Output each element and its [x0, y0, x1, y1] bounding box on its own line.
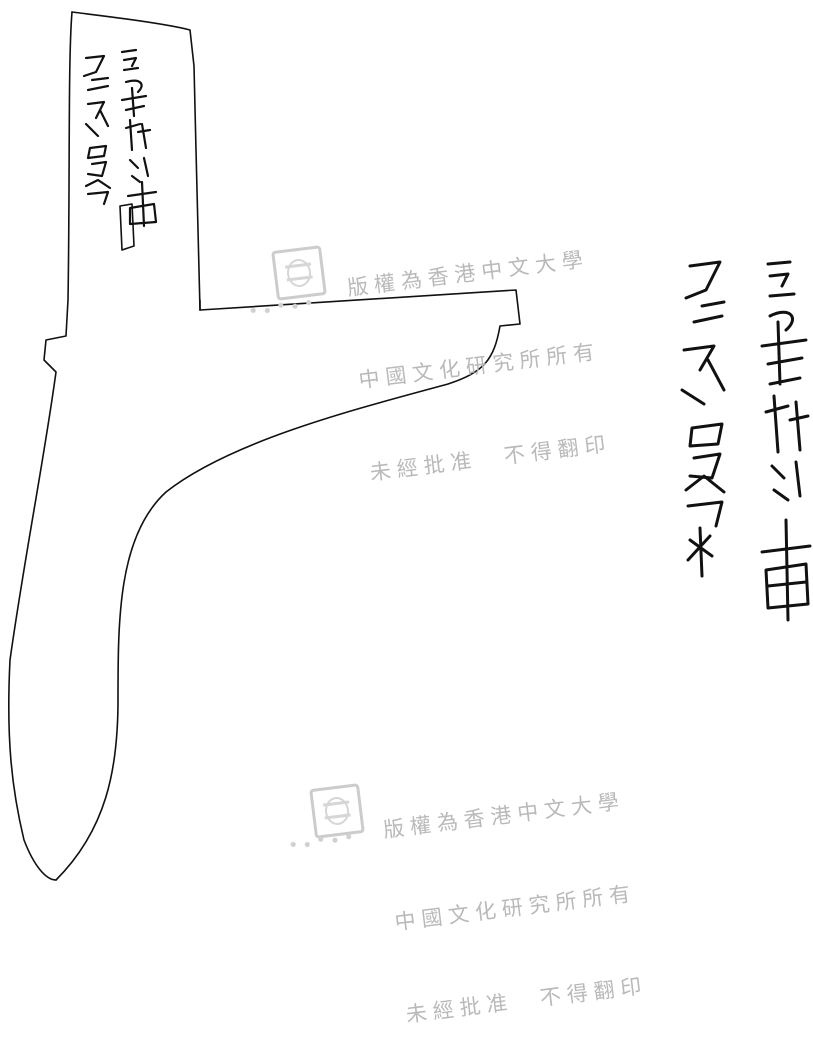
watermark-line: 未經批准 不得翻印 [404, 973, 649, 1027]
copyright-watermark: 版權為香港中文大學 中國文化研究所所有 未經批准 不得翻印 [374, 724, 653, 1061]
cuhk-seal-icon [271, 245, 327, 301]
watermark-line: 版權為香港中文大學 [345, 246, 591, 301]
watermark-line: 版權為香港中文大學 [381, 788, 627, 843]
watermark-line: 中國文化研究所所有 [393, 881, 638, 935]
copyright-watermark: 版權為香港中文大學 中國文化研究所所有 未經批准 不得翻印 [338, 182, 617, 519]
inscription-on-axe [82, 48, 158, 228]
watermark-line: 未經批准 不得翻印 [368, 431, 613, 485]
ge-dagger-axe-drawing [7, 11, 812, 881]
inscription-rubbing-enlarged [680, 260, 812, 622]
dagger-axe-outline [7, 11, 521, 881]
watermark-line: 中國文化研究所所有 [357, 339, 602, 393]
